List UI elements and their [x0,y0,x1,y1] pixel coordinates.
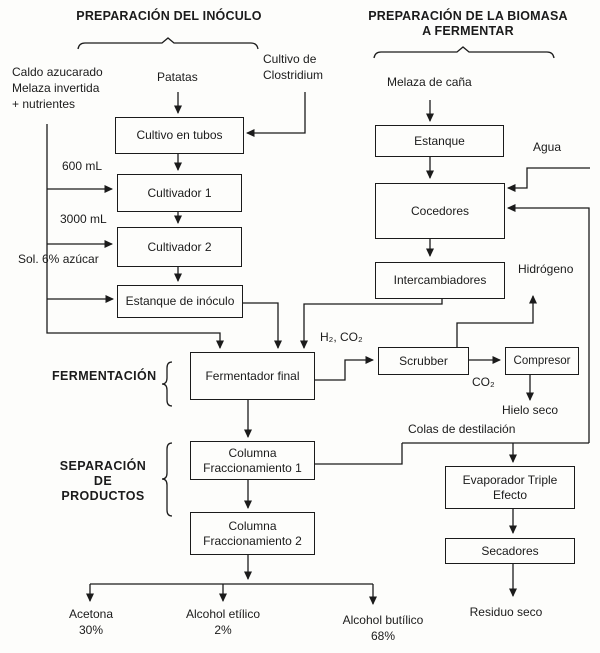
box-colfrac1-line1: Columna [228,445,277,460]
box-columna-fraccionamiento-2: Columna Fraccionamiento 2 [190,512,315,555]
flow-intercambiadores-to-fermentador [300,298,443,349]
label-residuo-seco: Residuo seco [469,605,543,619]
flow-colfrac1-to-colas [313,443,403,465]
label-3000ml: 3000 mL [60,212,107,226]
box-compresor: Compresor [505,347,579,375]
label-hielo-seco: Hielo seco [502,403,559,417]
flow-caldo-main [46,124,224,349]
box-cultivador-1: Cultivador 1 [117,174,242,212]
box-evaporador-triple-efecto: Evaporador Triple Efecto [445,466,575,509]
brace-separacion [161,442,173,517]
box-cultivador-2: Cultivador 2 [117,227,242,267]
section-fermentacion: FERMENTACIÓN [52,369,157,383]
flow-scrubber-to-hidrogeno [456,295,537,347]
box-cultivo-en-tubos: Cultivo en tubos [115,117,244,154]
section-separacion: SEPARACIÓN DE PRODUCTOS [60,459,146,504]
box-colfrac2-line1: Columna [228,518,277,533]
box-colfrac2-line2: Fraccionamiento 2 [203,533,302,548]
label-colas-destilacion: Colas de destilación [408,422,516,436]
label-acetona-pct: 30% [78,623,104,637]
box-columna-fraccionamiento-1: Columna Fraccionamiento 1 [190,441,315,480]
label-h2-co2: H₂, CO₂ [320,330,363,344]
flow-agua-to-cocedores [507,167,590,192]
brace-fermentacion [161,361,173,407]
label-acetona: Acetona 30% [69,606,113,638]
label-butilico-name: Alcohol butílico [342,613,424,627]
label-sol-azucar: Sol. 6% azúcar [18,252,99,266]
box-evaporador-line1: Evaporador Triple [462,472,558,487]
label-co2: CO₂ [472,375,495,389]
box-intercambiadores: Intercambiadores [375,262,505,299]
box-scrubber: Scrubber [378,347,469,375]
label-clostridium-line2: Clostridium [263,68,324,82]
label-etilico-pct: 2% [214,623,232,637]
label-caldo-line1: Caldo azucarado [12,65,103,79]
label-patatas: Patatas [157,70,198,84]
label-acetona-name: Acetona [68,607,114,621]
label-clostridium: Cultivo de Clostridium [263,51,323,83]
label-hidrogeno: Hidrógeno [518,262,574,276]
header-biomasa: PREPARACIÓN DE LA BIOMASA A FERMENTAR [368,9,567,39]
header-inoculo: PREPARACIÓN DEL INÓCULO [76,9,262,23]
section-separacion-line2: DE [93,474,113,488]
label-600ml: 600 mL [62,159,103,173]
box-colfrac1-line2: Fraccionamiento 1 [203,460,302,475]
label-caldo-line3: + nutrientes [12,97,76,111]
flow-colas-recycle-to-cocedores [507,204,590,443]
label-butilico-pct: 68% [370,629,396,643]
header-biomasa-line1: PREPARACIÓN DE LA BIOMASA [368,9,568,23]
box-cocedores: Cocedores [375,183,505,239]
box-estanque-inoculo: Estanque de inóculo [117,285,243,318]
label-alcohol-butilico: Alcohol butílico 68% [343,612,424,644]
header-biomasa-line2: A FERMENTAR [422,24,514,38]
section-separacion-line3: PRODUCTOS [61,489,145,503]
box-fermentador-final: Fermentador final [190,352,315,400]
label-melaza-cana: Melaza de caña [387,75,472,89]
box-estanque: Estanque [375,125,504,157]
box-evaporador-line2: Efecto [492,487,528,502]
label-caldo-line2: Melaza invertida [12,81,100,95]
flow-fermentador-to-scrubber [313,356,374,381]
flow-clostridium-to-tubos [246,92,306,137]
label-clostridium-line1: Cultivo de [263,52,317,66]
label-etilico-name: Alcohol etílico [185,607,261,621]
label-alcohol-etilico: Alcohol etílico 2% [186,606,260,638]
box-secadores: Secadores [445,538,575,564]
label-caldo-azucarado: Caldo azucarado Melaza invertida + nutri… [12,64,103,112]
label-agua: Agua [533,140,562,154]
section-separacion-line1: SEPARACIÓN [59,459,147,473]
brace-biomasa [373,46,555,59]
brace-inoculo [77,37,259,50]
flow-estanque-inoculo-to-fermentador [241,302,282,349]
